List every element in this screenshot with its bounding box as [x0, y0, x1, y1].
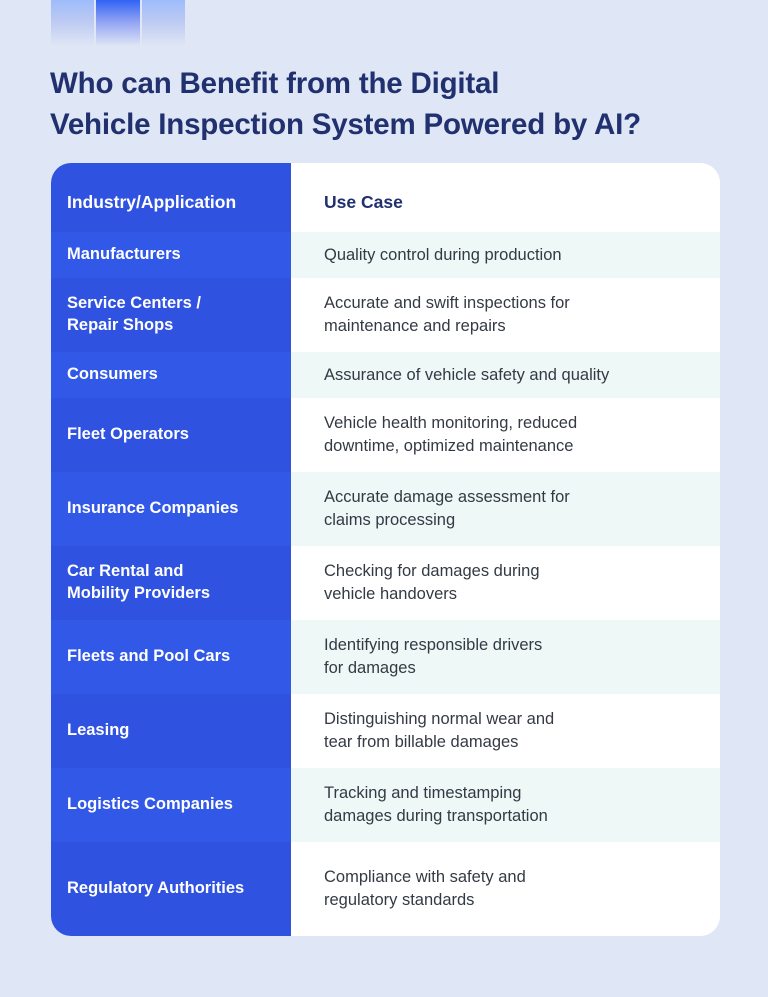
column-header-use-case: Use Case — [291, 163, 720, 232]
table-cell-use-case: Assurance of vehicle safety and quality — [291, 352, 720, 398]
decorative-bar-left — [51, 0, 95, 46]
column-header-industry-label: Industry/Application — [67, 191, 237, 212]
table-row: Leasing Distinguishing normal wear and te… — [51, 694, 720, 768]
table-cell-use-case: Identifying responsible drivers for dama… — [291, 620, 720, 694]
table-cell-industry-text: Insurance Companies — [67, 499, 239, 518]
page-title-line-2: Vehicle Inspection System Powered by AI? — [50, 107, 641, 141]
table-cell-industry: Service Centers / Repair Shops — [51, 278, 291, 352]
decorative-gradient-bars — [51, 0, 185, 46]
table-cell-industry-text: Service Centers / Repair Shops — [67, 294, 201, 334]
table-cell-industry-text: Logistics Companies — [67, 795, 233, 814]
table-cell-use-case-text: Assurance of vehicle safety and quality — [324, 365, 610, 384]
table-cell-use-case: Quality control during production — [291, 232, 720, 278]
table-cell-industry-text: Car Rental and Mobility Providers — [67, 562, 211, 602]
table-cell-industry: Fleets and Pool Cars — [51, 620, 291, 694]
table-row: Car Rental and Mobility Providers Checkin… — [51, 546, 720, 620]
table-cell-industry-text: Leasing — [67, 721, 130, 740]
table-cell-use-case-text: Identifying responsible drivers for dama… — [324, 636, 543, 677]
table-cell-industry: Regulatory Authorities — [51, 842, 291, 936]
table-row: Logistics Companies Tracking and timestam… — [51, 768, 720, 842]
table-cell-use-case: Vehicle health monitoring, reduced downt… — [291, 398, 720, 472]
table-row: Fleets and Pool Cars Identifying responsi… — [51, 620, 720, 694]
table-cell-use-case-text: Compliance with safety and regulatory st… — [324, 868, 526, 909]
table-row: Regulatory Authorities Compliance with sa… — [51, 842, 720, 936]
table-cell-use-case-text: Quality control during production — [324, 245, 562, 264]
table-body: Manufacturers Quality control during prod… — [51, 232, 720, 936]
table-cell-use-case-text: Distinguishing normal wear and tear from… — [324, 710, 555, 751]
table-cell-use-case-text: Vehicle health monitoring, reduced downt… — [324, 414, 578, 455]
table-row: Fleet Operators Vehicle health monitoring… — [51, 398, 720, 472]
table-cell-industry-text: Regulatory Authorities — [67, 879, 245, 898]
table-cell-use-case-text: Tracking and timestamping damages during… — [324, 784, 548, 825]
table-cell-use-case: Accurate and swift inspections for maint… — [291, 278, 720, 352]
table-cell-industry: Logistics Companies — [51, 768, 291, 842]
table-cell-industry: Car Rental and Mobility Providers — [51, 546, 291, 620]
decorative-bar-center — [96, 0, 140, 46]
decorative-bar-right — [141, 0, 185, 46]
column-header-industry: Industry/Application — [51, 163, 291, 232]
table-cell-use-case: Compliance with safety and regulatory st… — [291, 842, 720, 936]
table-cell-industry-text: Fleet Operators — [67, 425, 189, 444]
table-row: Service Centers / Repair Shops Accurate a… — [51, 278, 720, 352]
table-cell-industry: Fleet Operators — [51, 398, 291, 472]
page-title-line-1: Who can Benefit from the Digital — [50, 67, 500, 100]
page-title: Who can Benefit from the Digital Vehicle… — [50, 64, 730, 145]
table-cell-use-case: Checking for damages during vehicle hand… — [291, 546, 720, 620]
table-cell-industry: Leasing — [51, 694, 291, 768]
table-row: Consumers Assurance of vehicle safety and… — [51, 352, 720, 398]
table-cell-industry: Consumers — [51, 352, 291, 398]
table-header-row: Industry/Application Use Case — [51, 163, 720, 232]
table-cell-use-case: Tracking and timestamping damages during… — [291, 768, 720, 842]
table-cell-industry: Manufacturers — [51, 232, 291, 278]
table-cell-use-case: Distinguishing normal wear and tear from… — [291, 694, 720, 768]
table-cell-industry-text: Fleets and Pool Cars — [67, 647, 231, 666]
column-header-use-case-label: Use Case — [324, 191, 403, 212]
table-cell-industry: Insurance Companies — [51, 472, 291, 546]
table-row: Manufacturers Quality control during prod… — [51, 232, 720, 278]
table-cell-use-case: Accurate damage assessment for claims pr… — [291, 472, 720, 546]
table-cell-industry-text: Consumers — [67, 365, 158, 384]
table-cell-use-case-text: Accurate damage assessment for claims pr… — [324, 488, 570, 529]
benefit-table: Industry/Application Use Case Manufactur… — [51, 163, 720, 936]
table-cell-use-case-text: Accurate and swift inspections for maint… — [324, 294, 570, 335]
table-cell-industry-text: Manufacturers — [67, 245, 181, 264]
table-row: Insurance Companies Accurate damage asses… — [51, 472, 720, 546]
table-cell-use-case-text: Checking for damages during vehicle hand… — [324, 562, 540, 603]
